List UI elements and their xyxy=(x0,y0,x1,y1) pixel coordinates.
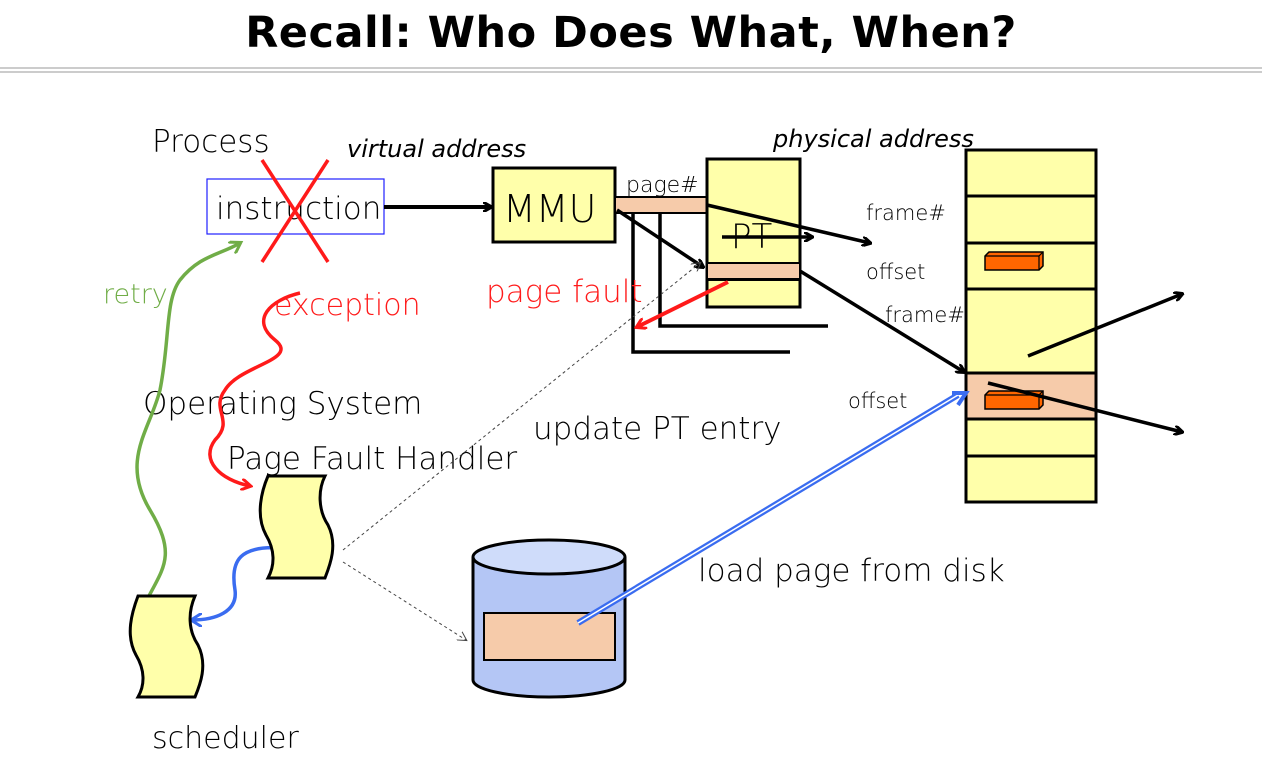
offset-label-2: offset xyxy=(848,389,907,413)
page-table-box xyxy=(705,157,802,309)
page-number-label: page# xyxy=(626,173,699,198)
bracket-line-2 xyxy=(658,213,828,328)
disk-page xyxy=(483,612,616,661)
arrow-memory-out-2 xyxy=(987,381,1182,432)
scheduler-label: scheduler xyxy=(152,721,299,756)
frame-number-label-1: frame# xyxy=(866,201,946,225)
offset-label-1: offset xyxy=(866,260,925,284)
load-page-label: load page from disk xyxy=(698,553,1005,589)
retry-arrow xyxy=(135,243,240,613)
page-fault-arrow xyxy=(637,280,729,327)
frame-number-label-2: frame# xyxy=(885,303,965,327)
page-number-bar xyxy=(614,196,708,214)
physical-address-label: physical address xyxy=(772,125,974,153)
page-fault-handler-scroll-icon xyxy=(258,474,335,580)
load-page-arrow xyxy=(576,391,970,626)
page-fault-handler-label: Page Fault Handler xyxy=(227,441,517,477)
virtual-address-label: virtual address xyxy=(347,135,526,163)
cross-icon xyxy=(260,159,330,263)
scheduler-scroll-icon xyxy=(128,594,205,699)
process-label: Process xyxy=(152,124,270,160)
instruction-box xyxy=(206,178,385,235)
page-fault-label: page fault xyxy=(486,274,643,310)
exception-arrow xyxy=(208,291,301,486)
physical-memory xyxy=(964,148,1098,504)
slide-title: Recall: Who Does What, When? xyxy=(245,8,1017,58)
instruction-label: instruction xyxy=(216,191,381,227)
update-pt-entry-label: update PT entry xyxy=(533,411,782,447)
bracket-line-1 xyxy=(631,213,790,354)
retry-label: retry xyxy=(103,279,168,310)
handler-to-scheduler-arrow xyxy=(192,545,284,620)
arrow-mmu-to-pt-entry xyxy=(616,208,703,267)
mmu-label: MMU xyxy=(503,187,596,231)
arrow-pt-to-frame xyxy=(706,203,870,243)
dashed-to-disk xyxy=(342,561,466,640)
page-block-icon xyxy=(984,251,1044,271)
mmu-box xyxy=(491,166,617,244)
arrow-memory-out-1 xyxy=(1027,294,1182,358)
dashed-update-pt xyxy=(342,263,700,551)
page-table-entry xyxy=(706,262,801,280)
arrow-pt-to-memory xyxy=(799,269,964,372)
operating-system-label: Operating System xyxy=(143,386,422,422)
